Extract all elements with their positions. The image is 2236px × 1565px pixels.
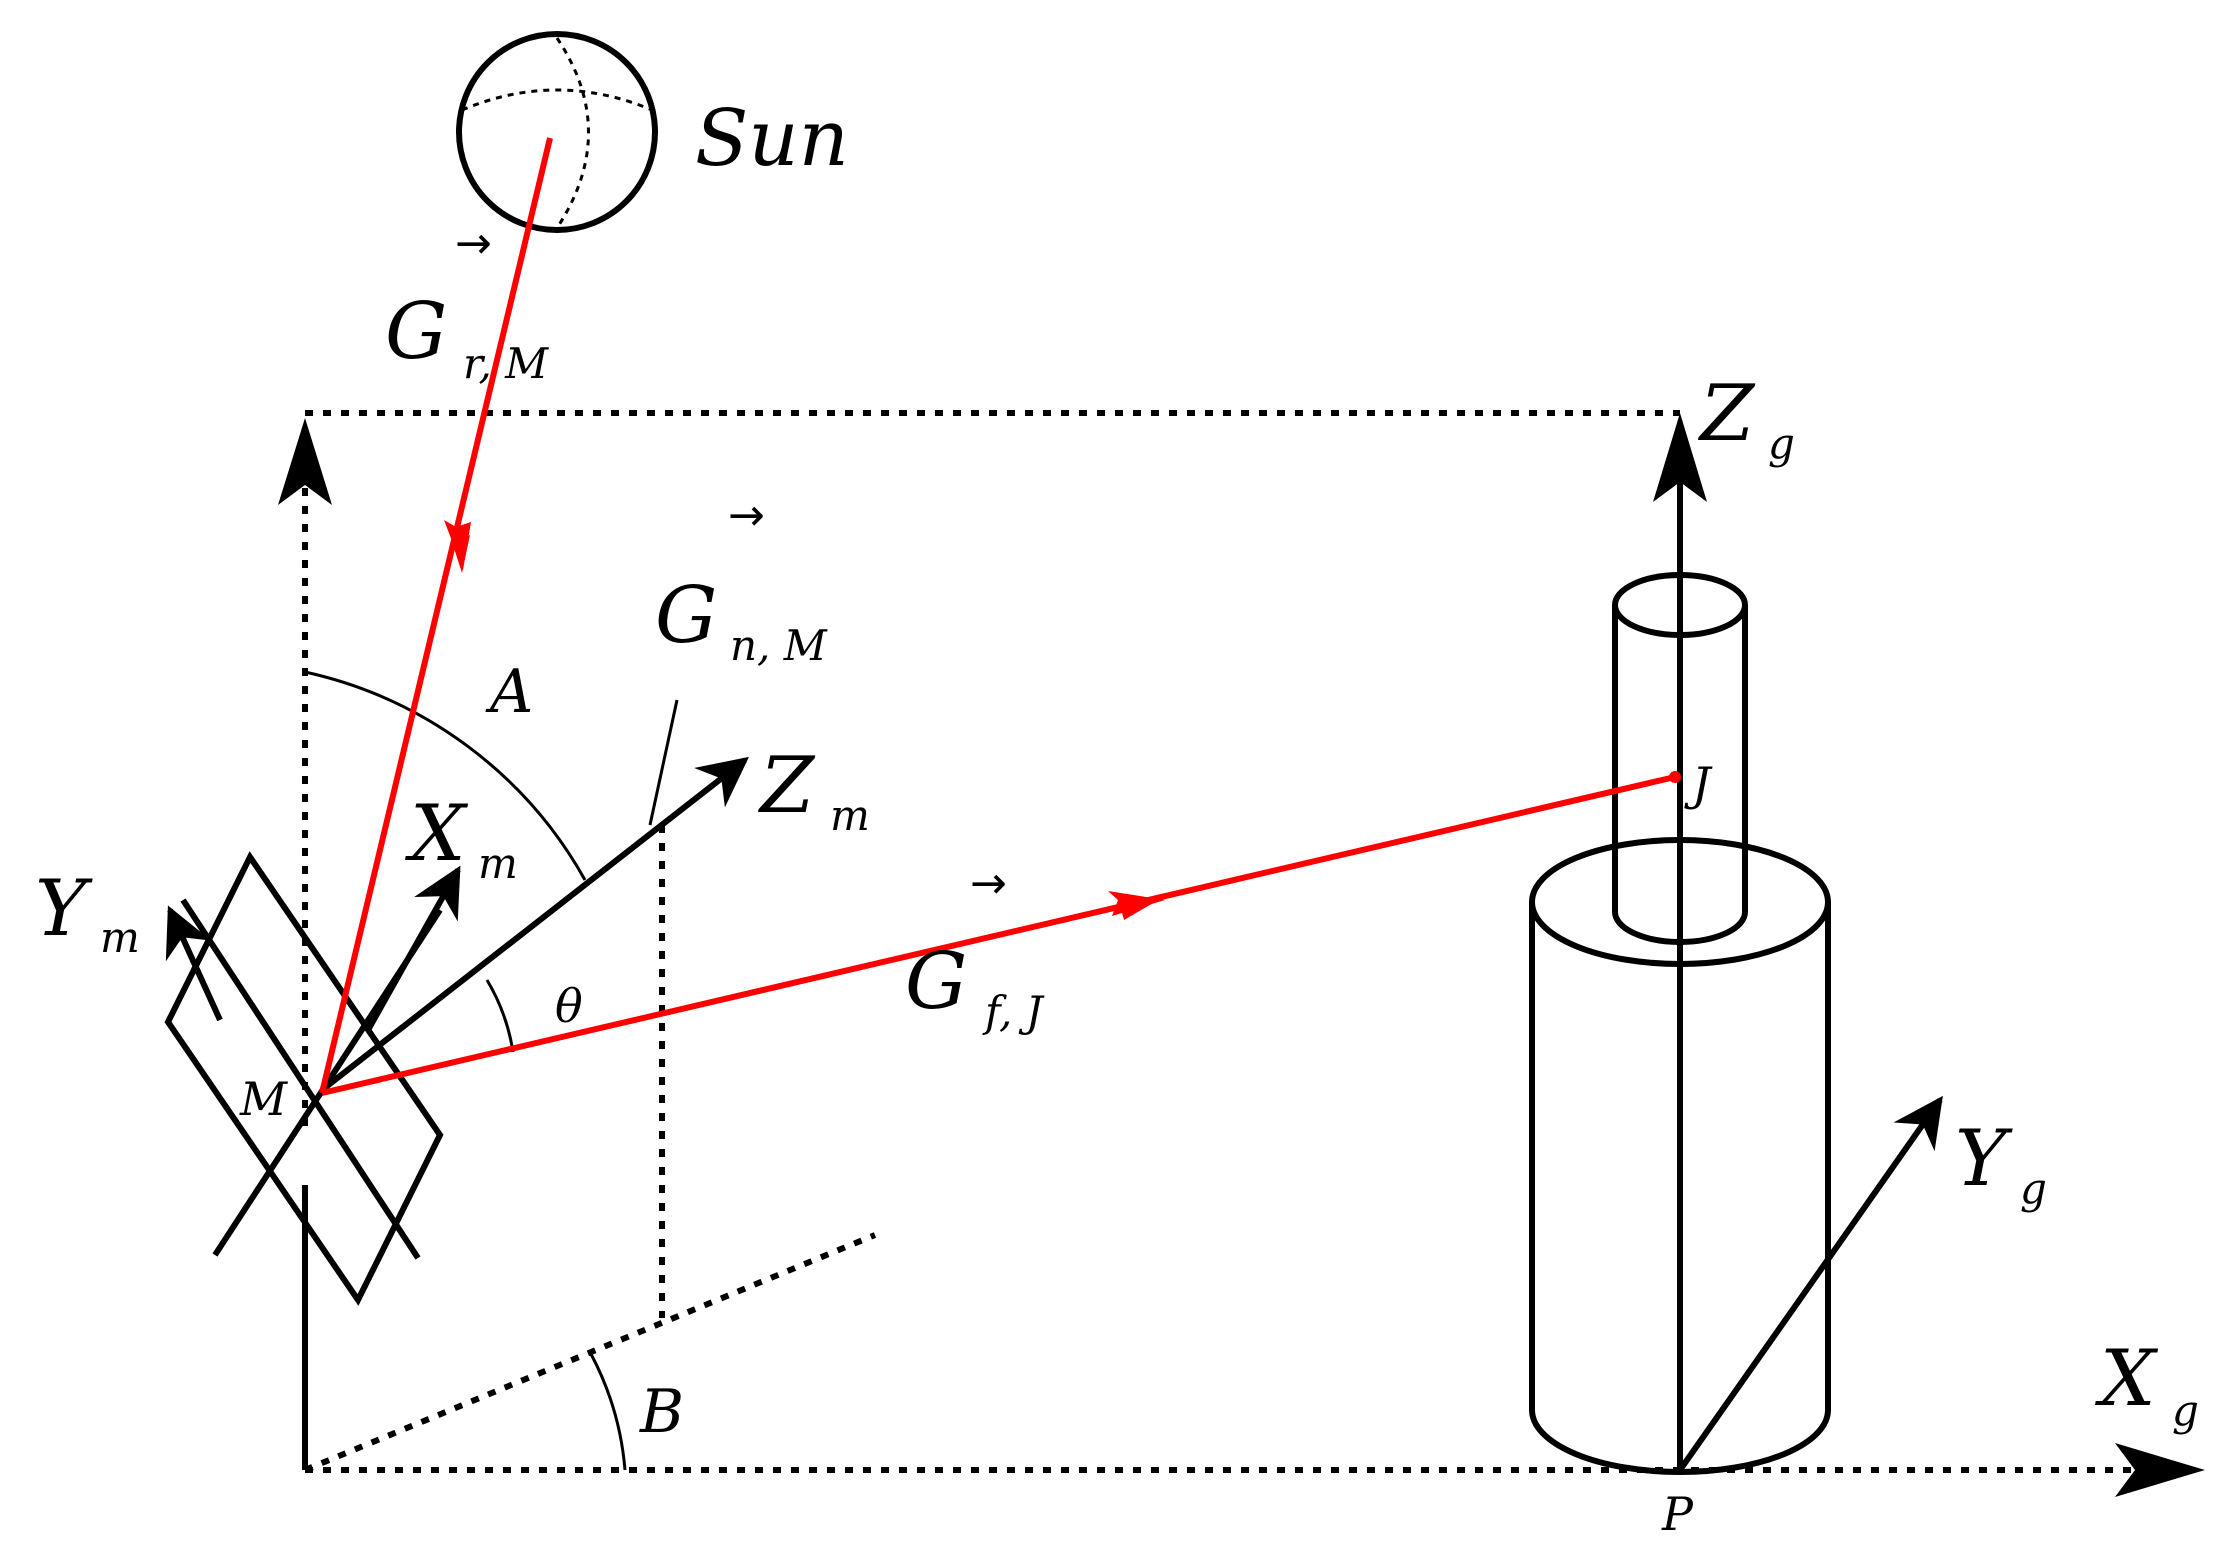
incident-ray [319, 137, 553, 1094]
g-reflected-main: G [385, 287, 447, 377]
reflected-arrow [1108, 891, 1165, 916]
g-normal-main: G [655, 571, 717, 661]
incident-arrow [444, 520, 471, 570]
mirror-x-main: X [404, 789, 469, 879]
point-p-label: P [1661, 1487, 1694, 1541]
g-focus-sub: f, J [982, 987, 1045, 1036]
ground-z-sub: g [1768, 419, 1795, 468]
ground-x-sub: g [2172, 1386, 2199, 1435]
mirror-z-main: Z [757, 741, 816, 831]
normal-label-leader [648, 699, 679, 826]
point-j-dot [1669, 771, 1681, 783]
ground-x-main: X [2094, 1334, 2159, 1424]
mirror-z-axis [320, 756, 749, 1093]
g-focus-main: G [905, 937, 967, 1027]
angle-a-arc [304, 670, 587, 881]
angle-a-label: A [485, 657, 533, 727]
mirror-x-sub: m [478, 839, 518, 888]
angle-theta-arc [485, 979, 515, 1053]
ground-y-sub: g [2020, 1164, 2047, 1213]
mirror-y-sub: m [100, 913, 140, 962]
mirror-z-sub: m [830, 791, 870, 840]
g-normal-vector-arrow: → [728, 490, 765, 541]
angle-b-label: B [639, 1377, 684, 1447]
dotted-reference-frame [302, 410, 2150, 1473]
g-reflected-sub: r, M [463, 339, 549, 388]
zenith-arrowhead [278, 418, 332, 505]
sphere-icon [456, 31, 658, 233]
ground-x-arrowhead [2115, 1443, 2205, 1497]
azimuth-dotted-line [303, 1232, 877, 1473]
g-focus-vector-arrow: → [970, 858, 1007, 909]
point-j-label: J [1684, 757, 1713, 811]
angle-b-arc [589, 1353, 627, 1471]
sun-label: Sun [695, 94, 849, 184]
g-reflected-vector-arrow: → [455, 218, 492, 269]
ground-z-main: Z [1697, 369, 1756, 459]
mirror-y-main: Y [35, 864, 93, 954]
point-m-label: M [239, 1072, 289, 1126]
ground-y-axis [1677, 1095, 1943, 1472]
ground-z-arrowhead [1653, 413, 1707, 502]
reflected-ray [321, 774, 1676, 1096]
mirror-y-axis [165, 905, 223, 1022]
ground-y-main: Y [1955, 1114, 2013, 1204]
mirror-x-axis [365, 865, 461, 1032]
g-normal-sub: n, M [730, 621, 828, 670]
angle-theta-label: θ [555, 979, 583, 1033]
